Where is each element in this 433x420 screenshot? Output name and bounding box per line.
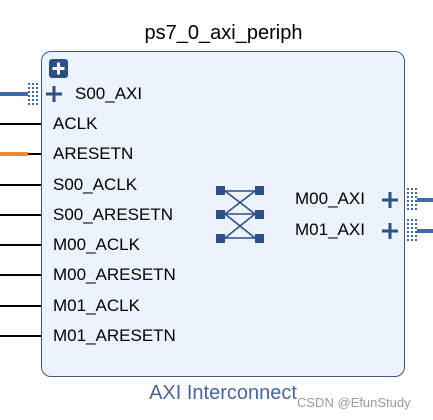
port-m01-aclk[interactable]: M01_ACLK (53, 296, 140, 315)
port-m01-aresetn[interactable]: M01_ARESETN (53, 326, 176, 345)
port-s00-aresetn[interactable]: S00_ARESETN (53, 205, 173, 224)
port-s00-aclk[interactable]: S00_ACLK (53, 175, 138, 194)
port-s00-axi[interactable]: S00_AXI (75, 84, 143, 103)
expand-plus-icon[interactable] (382, 223, 398, 239)
aresetn-stub (28, 153, 41, 155)
m00-axi-bus-wire[interactable] (417, 198, 433, 202)
m01-aresetn-wire (0, 335, 41, 337)
expand-plus-icon[interactable] (382, 192, 398, 208)
m00-aresetn-wire (0, 274, 41, 276)
aresetn-wire (0, 152, 28, 156)
m00-aclk-wire (0, 244, 41, 246)
s00-axi-bus-wire[interactable] (0, 92, 28, 96)
block-title: ps7_0_axi_periph (144, 22, 303, 44)
watermark: CSDN @EfunStudy (297, 395, 411, 410)
port-m00-aclk[interactable]: M00_ACLK (53, 235, 140, 254)
bus-connector-dots-icon (407, 188, 417, 210)
bus-connector-dots-icon (407, 219, 417, 241)
port-m01-axi[interactable]: M01_AXI (295, 220, 365, 239)
aclk-wire (0, 123, 41, 125)
port-m00-aresetn[interactable]: M00_ARESETN (53, 265, 176, 284)
bus-connector-dots-icon (28, 83, 38, 105)
m01-axi-bus-wire[interactable] (417, 229, 433, 233)
port-aclk[interactable]: ACLK (53, 114, 98, 133)
s00-aclk-wire (0, 184, 41, 186)
port-m00-axi[interactable]: M00_AXI (295, 189, 365, 208)
port-aresetn[interactable]: ARESETN (53, 144, 134, 163)
collapse-plus-icon[interactable] (49, 59, 68, 78)
block-subtitle: AXI Interconnect (149, 382, 297, 404)
expand-plus-icon[interactable] (46, 86, 62, 102)
m01-aclk-wire (0, 305, 41, 307)
s00-aresetn-wire (0, 214, 41, 216)
crossbar-icon (216, 186, 264, 243)
